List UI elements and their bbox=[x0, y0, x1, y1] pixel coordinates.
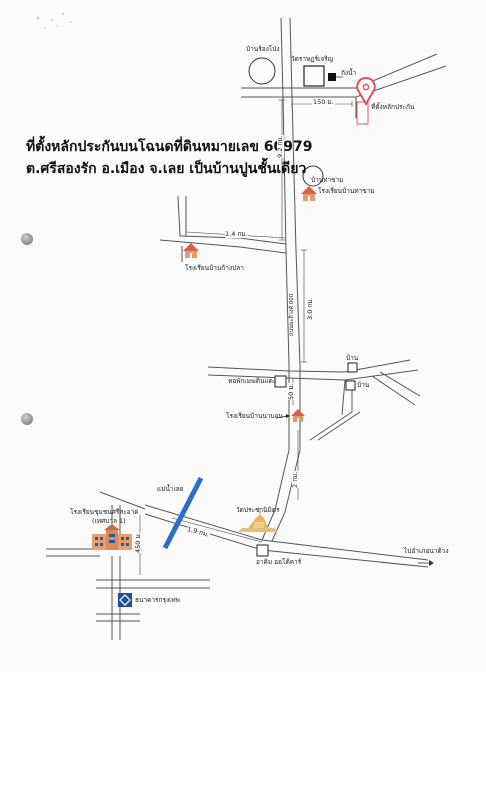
label-water-tower: ถังน้ำ bbox=[341, 69, 357, 77]
road-cross-ne-a bbox=[371, 375, 416, 406]
road-cross-lower bbox=[207, 369, 419, 381]
label-school-chumchon-sub: (เทศบาล 1) bbox=[92, 517, 126, 525]
label-school-kok-pla: โรงเรียนบ้านก้างปลา bbox=[185, 264, 244, 272]
map-title-line-2: ต.ศรีสองรัก อ.เมือง จ.เลย เป็นบ้านปูนชั้… bbox=[26, 161, 307, 177]
label-dist-1-4: 1.4 กม. bbox=[225, 230, 248, 238]
label-wat-pracha: วัดประชานิมิตร bbox=[236, 506, 280, 514]
label-ban-1: บ้าน bbox=[346, 354, 359, 362]
label-ban-tha-kham: บ้านท่าขาม bbox=[311, 176, 344, 184]
road-main-right bbox=[271, 17, 301, 542]
road-west-branch-a bbox=[177, 195, 181, 237]
road-main-left bbox=[261, 17, 290, 541]
label-to-tha-li: ไปอำเภอนาด้วง bbox=[404, 547, 449, 555]
road-cross-sw-b bbox=[317, 411, 361, 441]
map-canvas bbox=[36, 13, 447, 640]
label-school-tha-kham: โรงเรียนบ้านท่าขาม bbox=[318, 187, 375, 195]
label-river: แม่น้ำเลย bbox=[157, 485, 184, 493]
direction-arrow bbox=[418, 560, 434, 566]
label-dist-2: 2 กม. bbox=[291, 471, 299, 488]
road-west-upper bbox=[179, 235, 287, 245]
shop-square bbox=[256, 544, 269, 557]
dorm-square bbox=[274, 375, 287, 388]
road-cross-sw-a bbox=[309, 411, 353, 441]
road-cross-upper bbox=[207, 359, 411, 373]
village-ban-rai-ngo-circle bbox=[248, 57, 276, 85]
label-dist-9-2: 9.2 กม. bbox=[276, 135, 284, 158]
binder-hole-icon bbox=[21, 413, 33, 425]
dimension-lines bbox=[139, 99, 353, 575]
village-tha-kham-circle bbox=[302, 165, 324, 187]
label-bank: ธนาคารกรุงเทพ bbox=[135, 596, 180, 604]
temple-icon bbox=[238, 508, 278, 532]
road-west-lower bbox=[159, 239, 287, 254]
road-cross-ne-b bbox=[379, 371, 421, 397]
label-school-na-bon: โรงเรียนบ้านนาบอน bbox=[226, 412, 283, 420]
map-pin-icon bbox=[356, 76, 376, 107]
school-icon bbox=[301, 186, 317, 201]
label-road-name: ถนนมะลิวงศ์ 000 bbox=[289, 293, 295, 336]
road-diag-sw bbox=[99, 491, 146, 510]
map-sheet bbox=[0, 0, 486, 672]
road-cross-s-a bbox=[341, 379, 346, 416]
road-top-upper bbox=[241, 53, 438, 89]
label-ban-2: บ้าน bbox=[357, 381, 370, 389]
label-dist-450: 450 ม. bbox=[134, 532, 142, 553]
collateral-plot bbox=[356, 101, 369, 125]
label-ban-rai-ngo: บ้านร้องโป่ง bbox=[246, 45, 280, 53]
label-collateral: ที่ตั้งหลักประกัน bbox=[371, 103, 415, 111]
map-title-line-1: ที่ตั้งหลักประกันบนโฉนดที่ดินหมายเลข 609… bbox=[26, 139, 313, 155]
house-square-2 bbox=[345, 380, 356, 391]
road-bottom-upper bbox=[144, 504, 429, 561]
label-dist-3-0: 3.0 กม. bbox=[306, 297, 314, 320]
water-tower-square bbox=[328, 73, 336, 81]
label-dist-50: 50 ม. bbox=[287, 383, 295, 400]
scan-speckles bbox=[36, 13, 72, 29]
label-school-chumchon: โรงเรียนชุมชนศรีสะอาด bbox=[70, 508, 139, 516]
binder-hole-icon bbox=[21, 233, 33, 245]
school-building-icon bbox=[92, 524, 132, 550]
bank-logo-icon bbox=[118, 593, 132, 607]
school-icon bbox=[291, 409, 305, 422]
label-dorm: หอพักเมฆดินแดง bbox=[228, 377, 276, 385]
school-icon bbox=[183, 243, 199, 258]
label-dist-150: 150 ม. bbox=[312, 98, 335, 106]
wat-rat-charoen-box bbox=[303, 65, 325, 87]
roads bbox=[46, 17, 447, 640]
label-shop: อาคิม ออโต้คาร์ bbox=[256, 558, 302, 566]
label-wat-rat-charoen: วัดราษฎร์เจริญ bbox=[291, 55, 334, 63]
house-square-1 bbox=[347, 362, 358, 373]
river-line bbox=[162, 476, 204, 550]
